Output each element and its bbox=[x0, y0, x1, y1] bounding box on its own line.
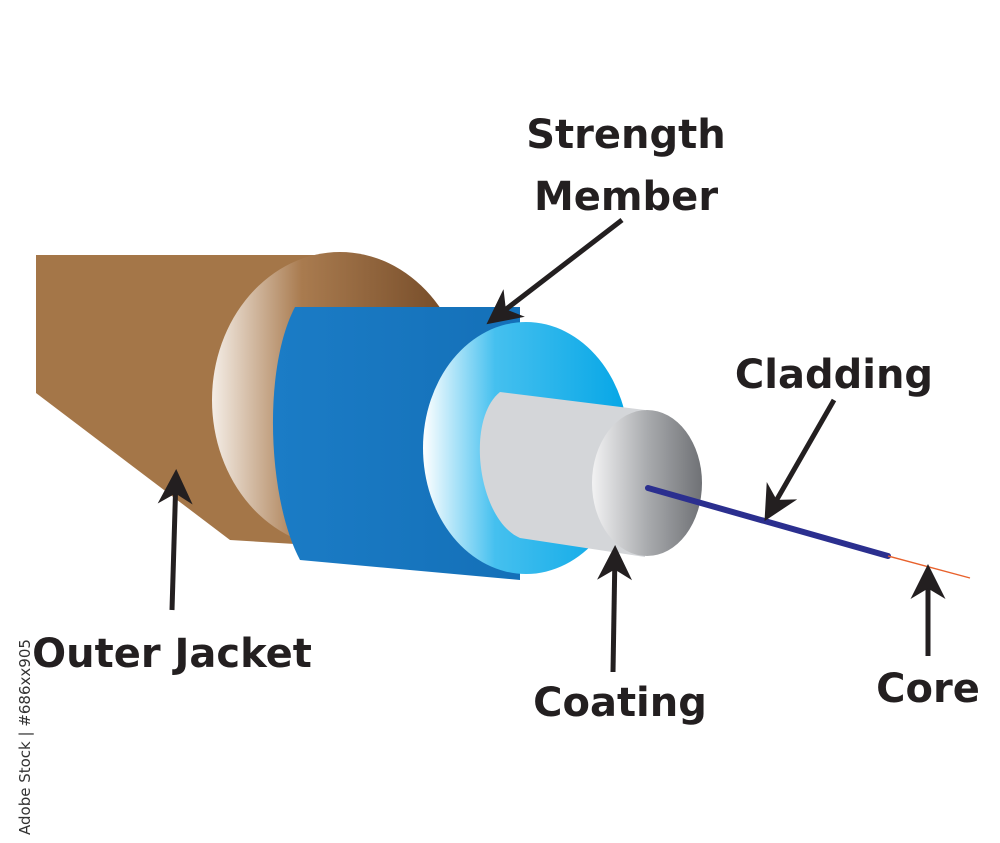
cladding-fiber bbox=[645, 485, 891, 559]
strength-member-label-line1: Strength bbox=[526, 112, 726, 158]
cladding-arrow bbox=[764, 398, 837, 522]
outer-jacket-arrow bbox=[157, 469, 193, 611]
strength-member-arrow bbox=[486, 218, 624, 325]
coating-arrow bbox=[597, 545, 633, 673]
stock-credit: Adobe Stock | #686xx905 bbox=[16, 639, 34, 835]
strength-member-label-line2: Member bbox=[534, 174, 718, 220]
coating bbox=[479, 392, 702, 557]
core-label: Core bbox=[876, 666, 980, 712]
coating-end-face bbox=[592, 410, 702, 556]
coating-label: Coating bbox=[533, 680, 707, 726]
cladding-label: Cladding bbox=[735, 352, 933, 398]
outer-jacket-label: Outer Jacket bbox=[32, 631, 312, 677]
